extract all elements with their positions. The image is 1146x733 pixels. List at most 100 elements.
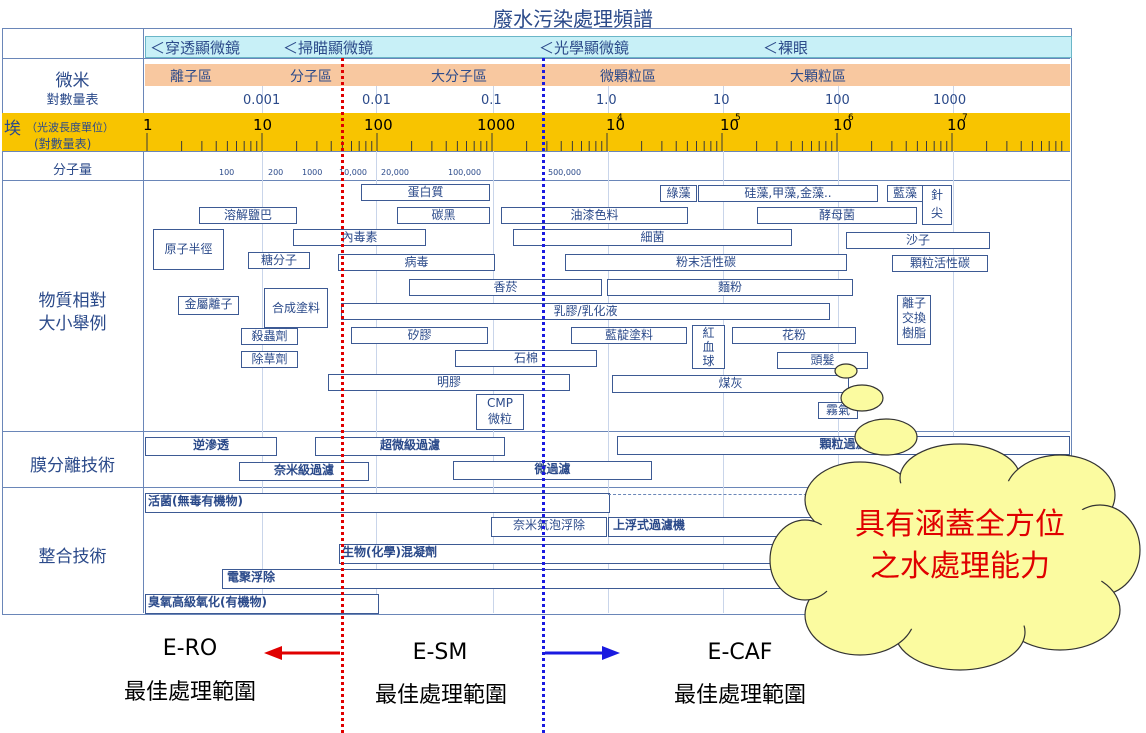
- zone-macroparticle: 大顆粒區: [790, 69, 846, 85]
- range-esm-name: E-SM: [412, 640, 468, 665]
- integrated-bio-coagulant: 生物(化學)混凝劑: [339, 544, 829, 564]
- microscope-tem: ＜穿透顯微鏡: [150, 39, 241, 57]
- angstrom-tick: 1000: [477, 116, 516, 134]
- angstrom-tick: 10: [606, 116, 626, 134]
- material-endotoxin: 內毒素: [293, 229, 426, 246]
- material-sugar-molecule: 糖分子: [248, 252, 310, 269]
- material-granular-activated-carbon: 顆粒活性碳: [892, 255, 988, 272]
- material-pesticide: 殺蟲劑: [241, 328, 298, 345]
- grid-line: [953, 86, 954, 613]
- mw-tick: 10,000: [339, 168, 367, 177]
- divider-h: [2, 151, 1070, 152]
- material-carbon-black: 碳黑: [397, 207, 490, 224]
- row-label-angstrom: 埃: [4, 119, 21, 139]
- zone-ion: 離子區: [170, 69, 212, 85]
- material-gelatin: 明膠: [328, 374, 570, 391]
- cloud-bubble-large: [854, 418, 918, 456]
- material-virus: 病毒: [338, 254, 495, 271]
- mw-tick: 1000: [302, 168, 323, 177]
- material-asbestos: 石棉: [455, 350, 597, 367]
- micron-tick: 1000: [933, 93, 967, 108]
- range-esm-sub: 最佳處理範圍: [374, 683, 507, 708]
- membrane-ultrafiltration: 超微級過濾: [315, 437, 505, 456]
- material-latex-emulsion: 乳膠/乳化液: [341, 303, 830, 320]
- micron-tick: 0.01: [362, 93, 391, 108]
- integrated-nano-bubble-flotation: 奈米氣泡浮除: [491, 517, 607, 537]
- divider-h: [2, 180, 1070, 181]
- integrated-floating-filter: 上浮式過濾機: [608, 517, 834, 537]
- row-label-membrane: 膜分離技術: [30, 456, 115, 476]
- microscope-sem: ＜掃瞄顯微鏡: [283, 39, 374, 57]
- material-herbicide: 除草劑: [241, 351, 298, 368]
- micron-tick: 100: [825, 93, 850, 108]
- material-protein: 蛋白質: [361, 184, 490, 201]
- log-scale-ticks: [146, 133, 1063, 151]
- row-label-material: 物質相對 大小舉例: [38, 291, 107, 334]
- angstrom-exp: 6: [848, 113, 854, 123]
- material-atomic-radius: 原子半徑: [153, 229, 224, 270]
- microscope-naked-eye: ＜裸眼: [763, 39, 809, 57]
- ero-boundary-line: [341, 58, 344, 733]
- grid-line: [376, 86, 377, 613]
- angstrom-exp: 4: [617, 113, 623, 123]
- row-label-integrated: 整合技術: [38, 547, 107, 567]
- material-ion-exchange-resin: 離子 交換 樹脂: [897, 295, 931, 345]
- material-yeast: 酵母菌: [757, 207, 917, 224]
- spectrum-frame: [2, 28, 1072, 615]
- material-pinhead: 針 尖: [922, 185, 952, 225]
- material-synthetic-paint: 合成塗料: [264, 288, 328, 328]
- range-ero-name: E-RO: [162, 636, 218, 661]
- integrated-ozone-oxidation: 臭氧高級氧化(有機物): [145, 594, 379, 614]
- integrated-live-bacteria: 活菌(無毒有機物): [145, 493, 610, 513]
- angstrom-tick: 100: [364, 116, 393, 134]
- ecaf-boundary-line: [542, 58, 545, 733]
- grid-line: [262, 86, 263, 613]
- material-powdered-activated-carbon: 粉末活性碳: [565, 254, 847, 271]
- cloud-text-line2: 之水處理能力: [870, 549, 1050, 584]
- range-ecaf-name: E-CAF: [707, 640, 773, 665]
- material-pollen: 花粉: [732, 327, 856, 344]
- integrated-electro-flotation: 電聚浮除: [222, 569, 812, 589]
- membrane-reverse-osmosis: 逆滲透: [145, 437, 277, 456]
- divider-h: [2, 487, 1070, 488]
- angstrom-tick: 10: [833, 116, 853, 134]
- grid-line: [493, 86, 494, 613]
- divider-h: [2, 58, 1070, 59]
- micron-tick: 1.0: [596, 93, 617, 108]
- mw-tick: 20,000: [381, 168, 409, 177]
- zone-bar: [145, 64, 1070, 86]
- angstrom-tick: 10: [253, 116, 273, 134]
- material-bacteria: 細菌: [513, 229, 792, 246]
- row-label-micron-sub: 對數量表: [46, 93, 99, 108]
- micron-tick: 0.001: [243, 93, 281, 108]
- material-green-algae: 綠藻: [660, 185, 697, 202]
- zone-molecule: 分子區: [290, 69, 332, 85]
- angstrom-tick: 10: [947, 116, 967, 134]
- arrow-right-icon: [602, 646, 620, 660]
- material-tobacco-smoke: 香菸: [409, 279, 602, 296]
- cloud-bubble-small: [834, 363, 858, 379]
- material-flour: 麵粉: [607, 279, 853, 296]
- row-label-micron: 微米: [55, 71, 90, 91]
- divider-v: [143, 28, 144, 613]
- angstrom-tick: 10: [720, 116, 740, 134]
- membrane-nanofiltration: 奈米級過濾: [239, 462, 369, 481]
- mw-tick: 100: [219, 168, 235, 177]
- micron-tick: 10: [713, 93, 730, 108]
- material-cmp-particle: CMP 微粒: [476, 394, 524, 430]
- material-coal-ash: 煤灰: [612, 375, 849, 393]
- row-label-molecular-weight: 分子量: [52, 163, 92, 178]
- material-paint-pigment: 油漆色料: [501, 207, 688, 224]
- angstrom-exp: 7: [962, 113, 968, 123]
- angstrom-exp: 5: [735, 113, 741, 123]
- material-metal-ion: 金屬離子: [178, 296, 239, 315]
- row-label-angstrom-paren: （光波長度單位）: [26, 121, 114, 134]
- range-ecaf-sub: 最佳處理範圍: [673, 683, 806, 708]
- grid-line: [838, 86, 839, 613]
- material-sand: 沙子: [846, 232, 990, 249]
- angstrom-tick: 1: [143, 116, 153, 134]
- mw-tick: 100,000: [448, 168, 482, 177]
- zone-microparticle: 微顆粒區: [600, 69, 656, 85]
